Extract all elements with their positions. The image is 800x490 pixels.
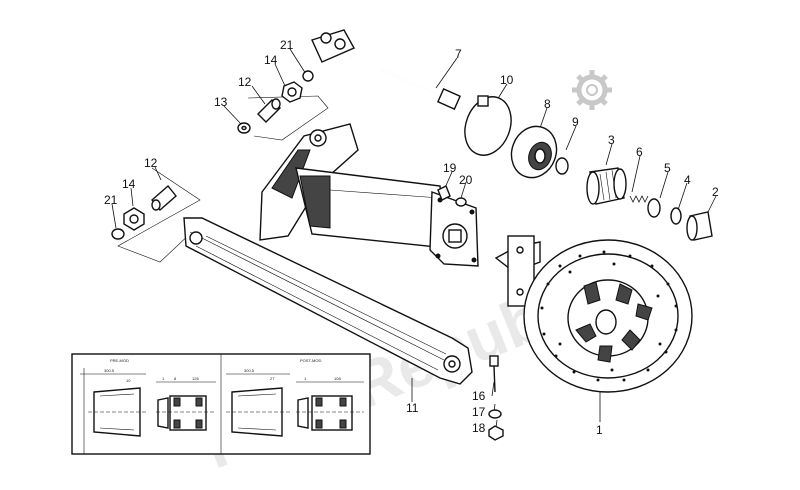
seal-9: [555, 157, 569, 175]
gear-2: [686, 211, 713, 241]
callout-3: 3: [608, 133, 615, 147]
callout-5: 5: [664, 161, 671, 175]
gear-icon: [572, 70, 612, 110]
callout-18: 18: [472, 421, 486, 435]
callout-21-upper: 21: [280, 38, 294, 52]
circlip-4: [670, 207, 682, 225]
callout-21-lower: 21: [104, 193, 118, 207]
drive-shaft: [311, 29, 461, 110]
swing-arm: [183, 123, 479, 385]
bolt-19: [437, 185, 451, 201]
callout-12-upper: 12: [238, 75, 252, 89]
inset-drawing: PRE-MOD POST-MOD 300.5 10 126 1 8 300.5 …: [71, 353, 371, 455]
callout-4: 4: [684, 173, 691, 187]
callout-14-lower: 14: [122, 177, 136, 191]
callout-13: 13: [214, 95, 228, 109]
inset-left-header: PRE-MOD: [110, 358, 129, 363]
washer-13: [237, 122, 251, 134]
bushing-3: [586, 167, 627, 205]
bearing-housing-8: [510, 125, 558, 179]
washer-17: [488, 409, 502, 419]
washer-20: [455, 197, 467, 207]
inset-dim-left-1: 10: [126, 378, 131, 383]
seal-ring-10: [464, 95, 512, 156]
wheel-hub-disc-1: [494, 235, 693, 393]
callout-16: 16: [472, 389, 486, 403]
cap-21-lower: [111, 228, 125, 240]
callout-9: 9: [572, 115, 579, 129]
callout-14-upper: 14: [264, 53, 278, 67]
washer-5: [647, 198, 661, 218]
nut-18: [488, 425, 504, 441]
inset-dim-left-2: 126: [192, 376, 199, 381]
nut-14-lower: [123, 207, 145, 231]
inset-dim-right-1: 27: [270, 376, 275, 381]
callout-19: 19: [443, 161, 457, 175]
callout-8: 8: [544, 97, 551, 111]
nut-21-upper: [302, 70, 314, 82]
callout-11: 11: [406, 401, 419, 415]
inset-dim-left-3: 1: [162, 376, 165, 381]
inset-dim-right-3: 1: [304, 376, 307, 381]
nut-14-upper: [281, 81, 303, 103]
callout-17: 17: [472, 405, 486, 419]
spring-6: [629, 195, 649, 203]
inset-dim-right-0: 300.5: [244, 368, 255, 373]
leader-lines: [111, 48, 717, 429]
callout-labels: 1 2 3 4 5 6 7 8 9 10 11 12 12 13 14 14 1…: [104, 38, 719, 437]
callout-20: 20: [459, 173, 473, 187]
inset-dim-left-4: 8: [174, 376, 177, 381]
bolt-16: [489, 355, 499, 393]
callout-1: 1: [596, 423, 603, 437]
inset-dim-right-2: 108: [334, 376, 341, 381]
inset-right-header: POST-MOD: [300, 358, 321, 363]
callout-6: 6: [636, 145, 643, 159]
callout-10: 10: [500, 73, 514, 87]
callout-7: 7: [455, 47, 462, 61]
inset-dim-left-0: 300.5: [104, 368, 115, 373]
stud-12-upper: [257, 98, 281, 123]
callout-12-lower: 12: [144, 156, 158, 170]
stud-12-lower: [151, 184, 177, 212]
callout-2: 2: [712, 185, 719, 199]
